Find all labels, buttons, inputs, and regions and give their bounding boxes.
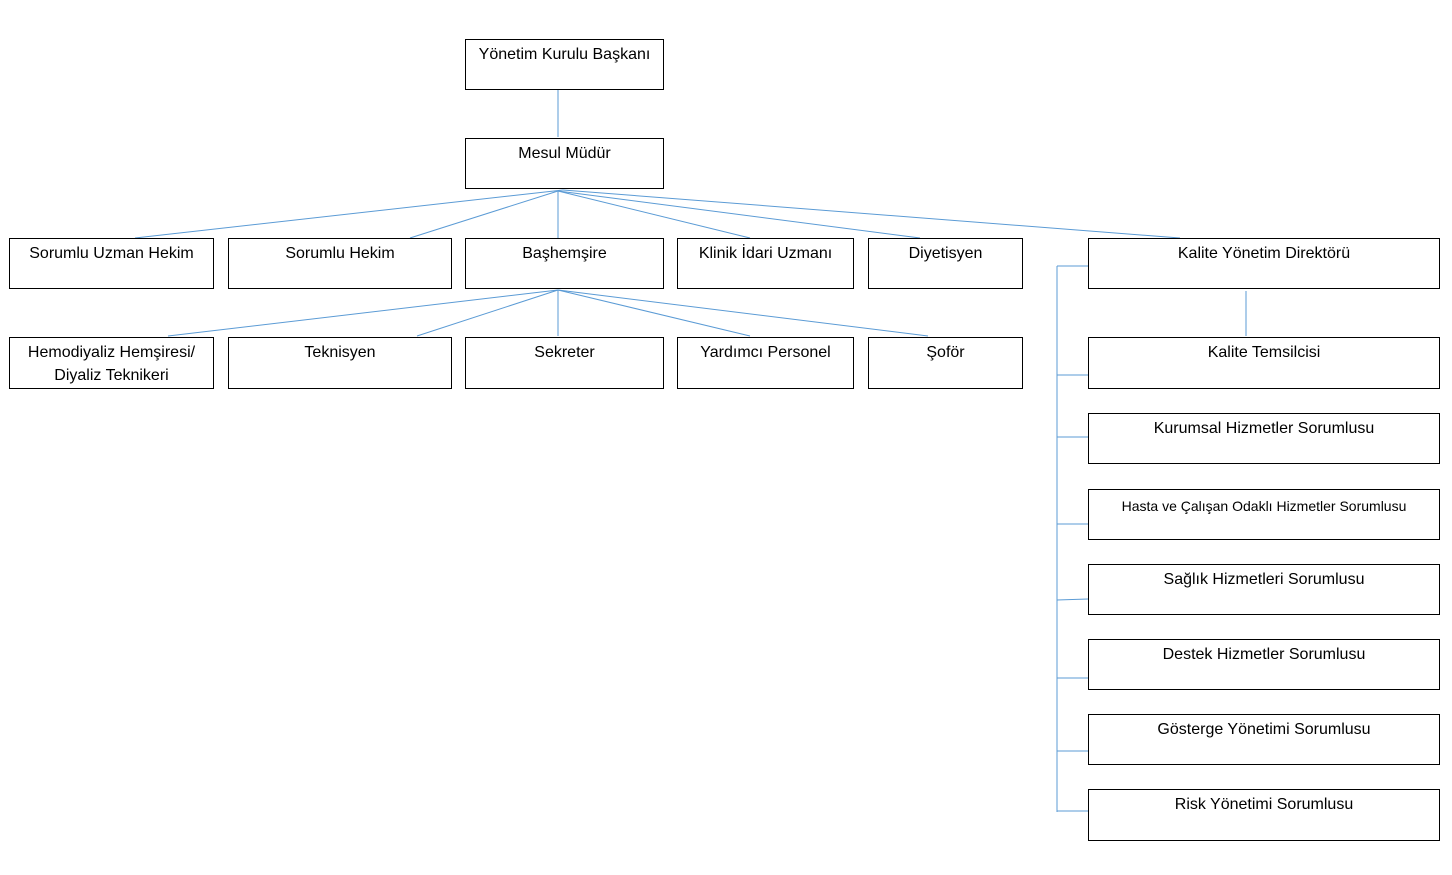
connector-headnurse-technician: [416, 289, 559, 337]
node-label: Sorumlu Uzman Hekim: [29, 245, 194, 262]
node-indicator-management: Gösterge Yönetimi Sorumlusu: [1088, 714, 1440, 765]
connector-headnurse-driver: [557, 289, 929, 337]
node-technician: Teknisyen: [228, 337, 452, 389]
node-risk-management: Risk Yönetimi Sorumlusu: [1088, 789, 1440, 841]
node-corporate-services: Kurumsal Hizmetler Sorumlusu: [1088, 413, 1440, 464]
node-label: Sağlık Hizmetleri Sorumlusu: [1163, 571, 1365, 588]
node-health-services: Sağlık Hizmetleri Sorumlusu: [1088, 564, 1440, 615]
node-head-nurse: Başhemşire: [465, 238, 664, 289]
connector-manager-quality: [562, 189, 1181, 239]
node-label: Başhemşire: [522, 245, 607, 262]
node-label: Klinik İdari Uzmanı: [698, 245, 833, 262]
node-responsible-manager: Mesul Müdür: [465, 138, 664, 189]
node-label: Yönetim Kurulu Başkanı: [478, 46, 651, 63]
node-quality-rep: Kalite Temsilcisi: [1088, 337, 1440, 389]
node-chairman: Yönetim Kurulu Başkanı: [465, 39, 664, 90]
node-label: Destek Hizmetler Sorumlusu: [1162, 646, 1366, 663]
node-secretary: Sekreter: [465, 337, 664, 389]
node-patient-employee-services: Hasta ve Çalışan Odaklı Hizmetler Soruml…: [1088, 489, 1440, 540]
node-label: Sekreter: [534, 344, 595, 361]
node-label: Mesul Müdür: [518, 145, 611, 162]
node-label: Diyetisyen: [908, 245, 983, 262]
node-responsible-physician: Sorumlu Hekim: [228, 238, 452, 289]
node-responsible-specialist: Sorumlu Uzman Hekim: [9, 238, 214, 289]
connector-headnurse-dialysis: [167, 289, 559, 337]
node-label: Teknisyen: [304, 344, 376, 361]
node-label: Kalite Yönetim Direktörü: [1177, 245, 1351, 262]
node-clinical-admin: Klinik İdari Uzmanı: [677, 238, 854, 289]
node-driver: Şoför: [868, 337, 1023, 389]
connector-manager-dietitian: [557, 190, 921, 239]
connector-manager-specialist: [134, 189, 564, 239]
node-label: Sorumlu Hekim: [285, 245, 395, 262]
connector-manager-physician: [409, 190, 559, 239]
connector-manager-clinical: [557, 190, 751, 239]
node-label: Hasta ve Çalışan Odaklı Hizmetler Soruml…: [1121, 498, 1407, 514]
node-dietitian: Diyetisyen: [868, 238, 1023, 289]
node-dialysis-nurse: Hemodiyaliz Hemşiresi/ Diyaliz Teknikeri: [9, 337, 214, 389]
node-label: Şoför: [926, 344, 965, 361]
node-label-line2: Diyaliz Teknikeri: [54, 367, 169, 384]
node-support-staff: Yardımcı Personel: [677, 337, 854, 389]
node-label: Kurumsal Hizmetler Sorumlusu: [1153, 420, 1375, 437]
node-label-line1: Hemodiyaliz Hemşiresi/: [27, 344, 196, 361]
node-support-services: Destek Hizmetler Sorumlusu: [1088, 639, 1440, 690]
node-label: Gösterge Yönetimi Sorumlusu: [1157, 721, 1371, 738]
connector-bracket-health: [1056, 598, 1089, 601]
node-label: Yardımcı Personel: [700, 344, 831, 361]
connector-headnurse-support: [557, 289, 751, 337]
node-label: Kalite Temsilcisi: [1207, 344, 1321, 361]
node-quality-director: Kalite Yönetim Direktörü: [1088, 238, 1440, 289]
node-label: Risk Yönetimi Sorumlusu: [1174, 796, 1354, 813]
